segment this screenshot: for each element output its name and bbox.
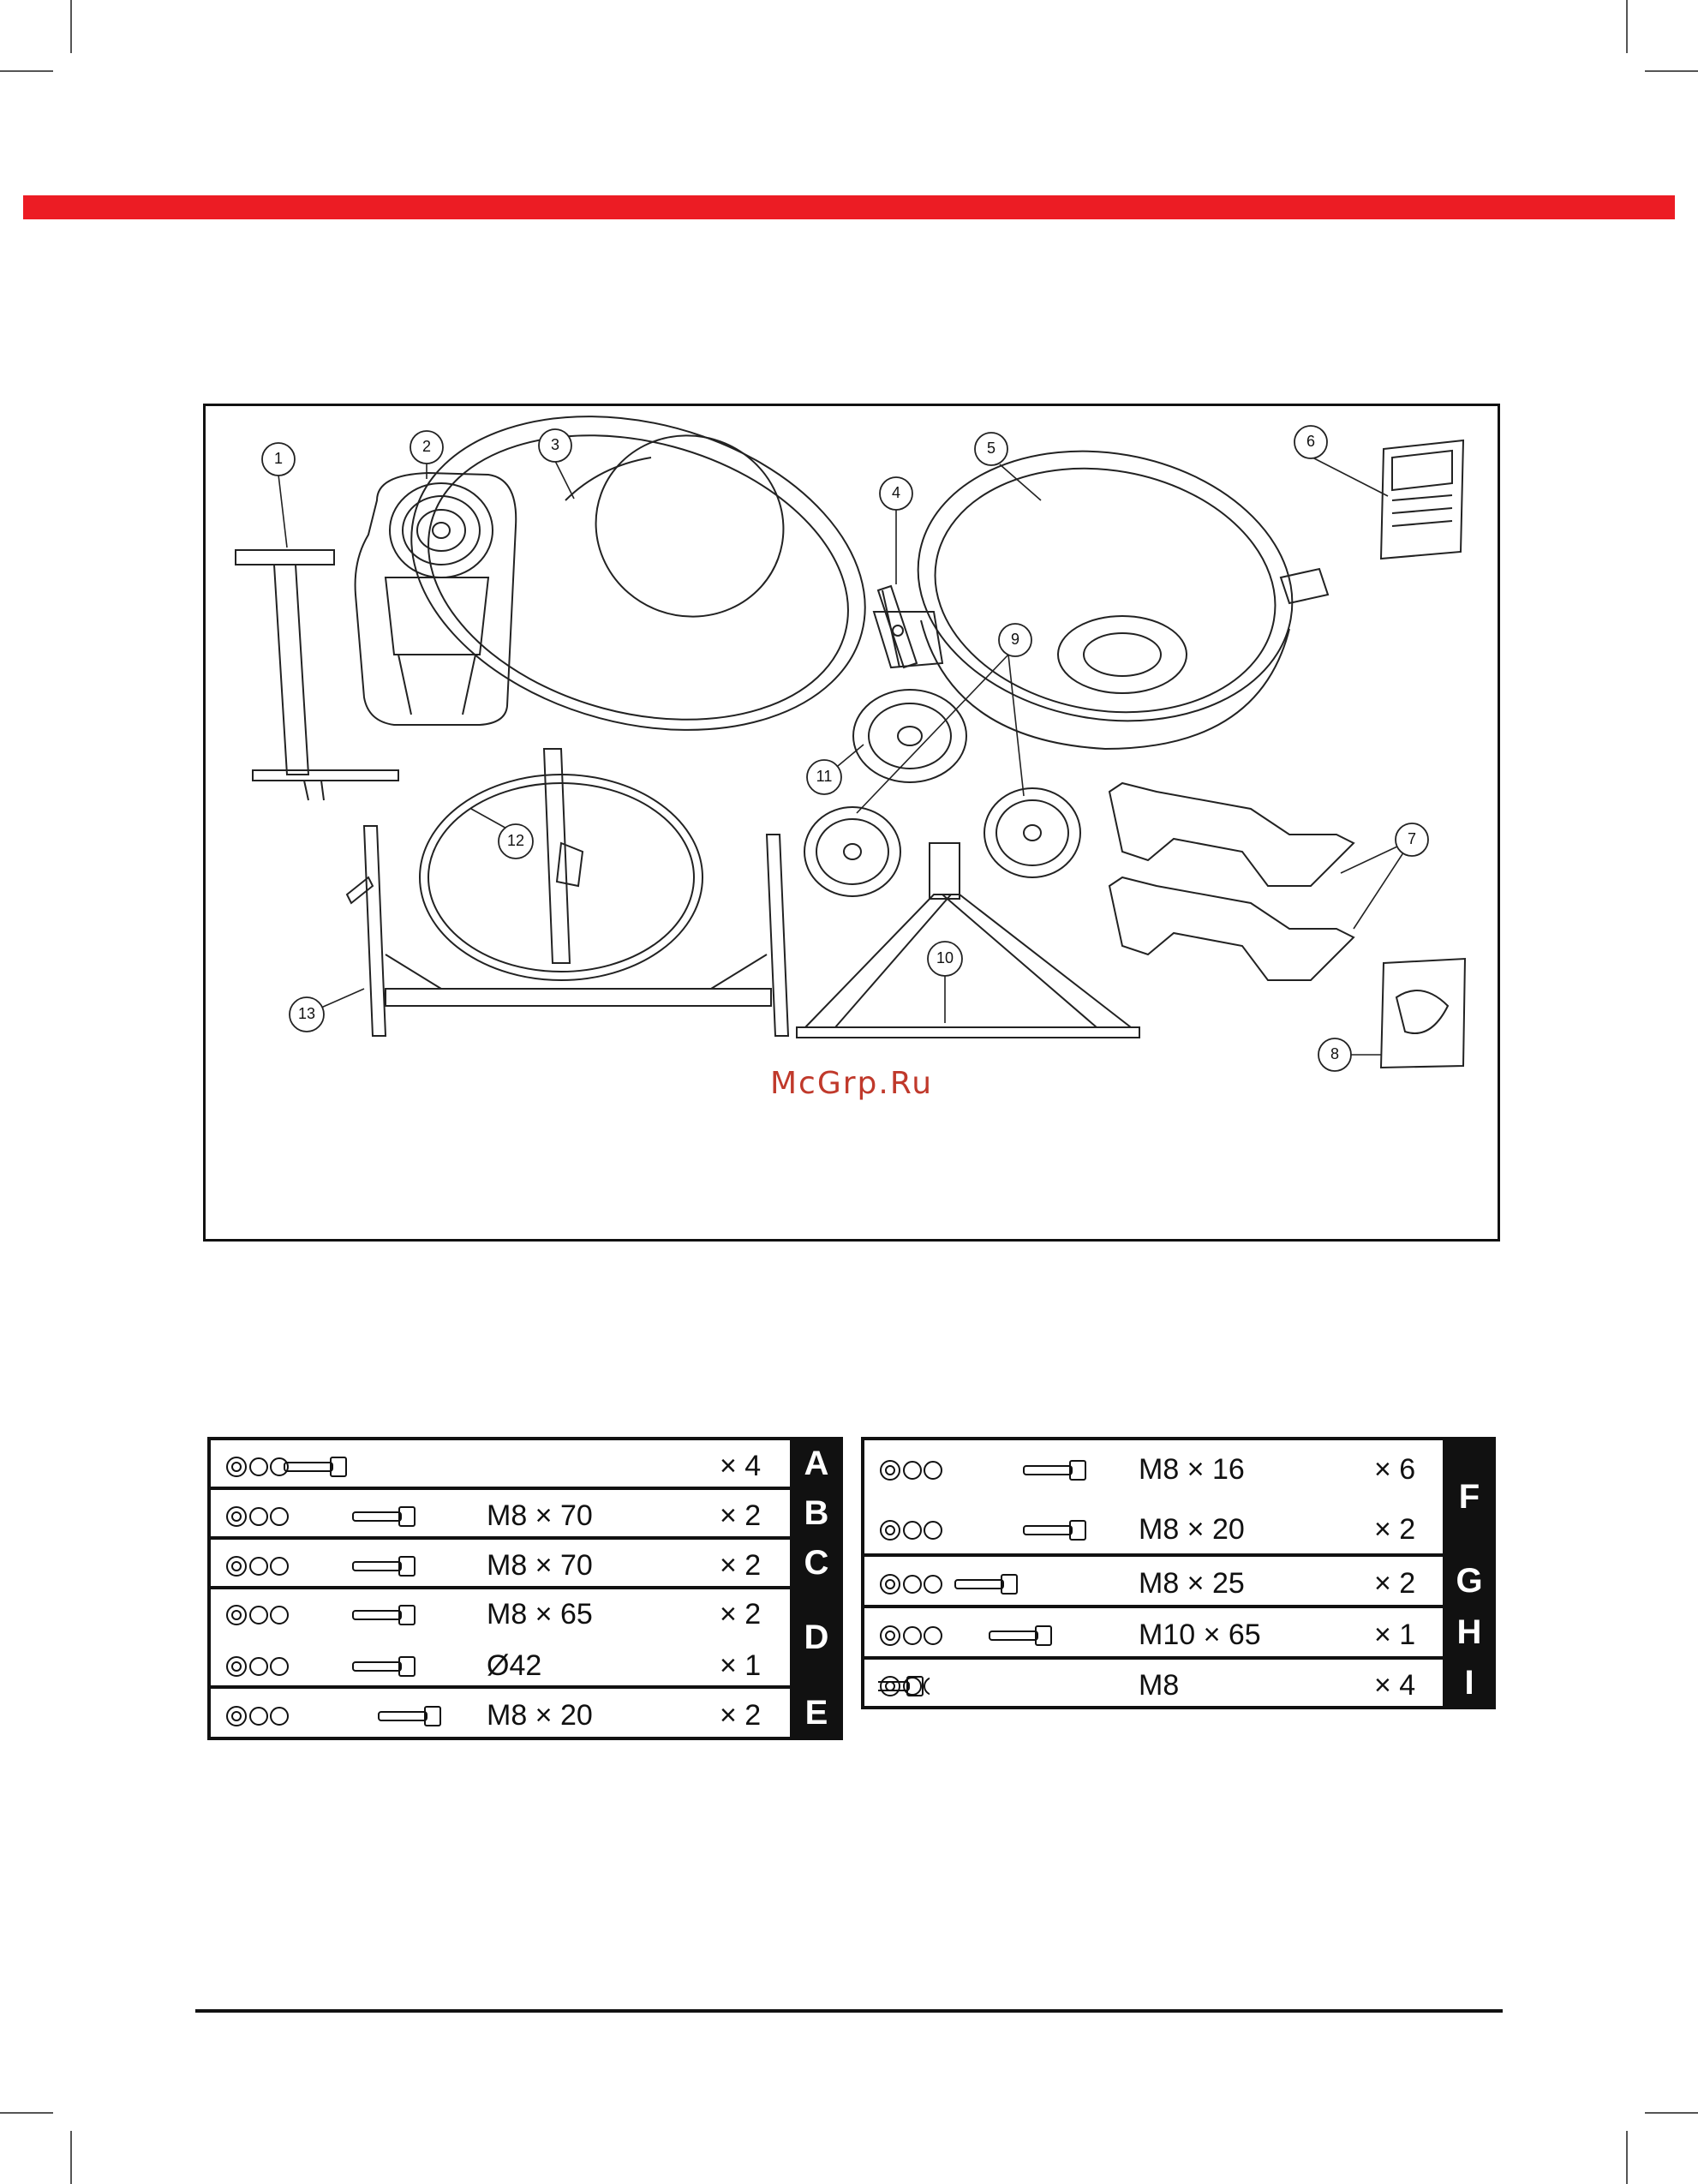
hardware-qty: × 4 bbox=[720, 1450, 761, 1483]
crop-mark bbox=[1626, 2131, 1628, 2184]
hardware-letter-g: G bbox=[1443, 1553, 1496, 1608]
fastener-icon bbox=[878, 1674, 930, 1698]
hardware-letter-f: F bbox=[1443, 1437, 1496, 1557]
hardware-row-e: M8 × 20 × 2 E bbox=[207, 1685, 843, 1740]
hub-cap-icon bbox=[853, 690, 966, 782]
header-accent-bar bbox=[23, 195, 1675, 219]
fastener-icon bbox=[224, 1455, 353, 1479]
callout-8: 8 bbox=[1318, 1045, 1352, 1063]
hardware-row-h: M10 × 65 × 1 H bbox=[861, 1605, 1496, 1660]
watermark-text: McGrp.Ru bbox=[206, 1066, 1498, 1101]
hardware-size: M8 × 16 bbox=[1139, 1453, 1245, 1487]
crop-mark bbox=[70, 0, 72, 53]
hardware-qty: × 2 bbox=[1374, 1513, 1415, 1547]
callout-circles bbox=[262, 426, 1428, 1071]
crop-mark bbox=[0, 2112, 53, 2114]
callout-3: 3 bbox=[538, 436, 572, 454]
hardware-letter-a: A bbox=[790, 1437, 843, 1490]
hardware-row-f: M8 × 16 × 6 M8 × 20 × 2 F bbox=[861, 1437, 1496, 1557]
fastener-icon bbox=[878, 1624, 1058, 1648]
hardware-qty: × 1 bbox=[720, 1649, 761, 1683]
hardware-qty: × 2 bbox=[1374, 1567, 1415, 1601]
drum-top-icon bbox=[376, 406, 900, 778]
hardware-qty: × 2 bbox=[720, 1549, 761, 1583]
callout-6: 6 bbox=[1294, 433, 1328, 451]
hardware-size: M8 × 20 bbox=[487, 1699, 593, 1732]
hardware-qty: × 2 bbox=[720, 1699, 761, 1732]
callout-11: 11 bbox=[807, 768, 841, 786]
bracket-icon bbox=[878, 586, 917, 667]
hardware-row-b: M8 × 70 × 2 B bbox=[207, 1487, 843, 1540]
hardware-size: M10 × 65 bbox=[1139, 1619, 1261, 1652]
hardware-size: M8 × 25 bbox=[1139, 1567, 1245, 1601]
hardware-qty: × 4 bbox=[1374, 1669, 1415, 1702]
hardware-qty: × 2 bbox=[720, 1499, 761, 1533]
crop-mark bbox=[1645, 2112, 1698, 2114]
stand-post-icon bbox=[236, 550, 398, 800]
callout-10: 10 bbox=[928, 949, 962, 967]
callout-12: 12 bbox=[499, 832, 533, 850]
hardware-row-a: × 4 A bbox=[207, 1437, 843, 1490]
manual-icon bbox=[1381, 440, 1463, 559]
hardware-size: M8 × 70 bbox=[487, 1549, 593, 1583]
hardware-table-left: × 4 A M8 × 70 × 2 B M8 × 70 × 2 C M8 × 65 × 2 … bbox=[207, 1437, 843, 1761]
fastener-icon bbox=[878, 1458, 1092, 1482]
crop-mark bbox=[1626, 0, 1628, 53]
callout-1: 1 bbox=[261, 450, 296, 468]
hardware-qty: × 6 bbox=[1374, 1453, 1415, 1487]
fastener-icon bbox=[878, 1518, 1092, 1542]
hardware-size: M8 × 20 bbox=[1139, 1513, 1245, 1547]
footer-rule bbox=[195, 2009, 1503, 2013]
hardware-row-c: M8 × 70 × 2 C bbox=[207, 1536, 843, 1589]
hardware-letter-c: C bbox=[790, 1536, 843, 1589]
callout-2: 2 bbox=[410, 438, 444, 456]
drum-bottom-icon bbox=[874, 422, 1328, 750]
crop-mark bbox=[70, 2131, 72, 2184]
fastener-icon bbox=[224, 1654, 422, 1678]
callout-5: 5 bbox=[974, 440, 1008, 458]
fastener-icon bbox=[224, 1505, 422, 1529]
hardware-size: Ø42 bbox=[487, 1649, 541, 1683]
fastener-icon bbox=[224, 1704, 447, 1728]
hardware-row-g: M8 × 25 × 2 G bbox=[861, 1553, 1496, 1608]
hardware-letter-e: E bbox=[790, 1685, 843, 1740]
crop-mark bbox=[0, 70, 53, 72]
hardware-letter-h: H bbox=[1443, 1605, 1496, 1660]
hardware-qty: × 1 bbox=[1374, 1619, 1415, 1652]
hardware-letter-d: D bbox=[790, 1586, 843, 1689]
hardware-bag-icon bbox=[1381, 959, 1465, 1068]
callout-13: 13 bbox=[290, 1005, 324, 1023]
hardware-table-right: M8 × 16 × 6 M8 × 20 × 2 F M8 × 25 × 2 G M10 ×… bbox=[861, 1437, 1496, 1716]
callout-9: 9 bbox=[998, 631, 1032, 649]
hardware-size: M8 × 65 bbox=[487, 1598, 593, 1631]
hardware-size: M8 × 70 bbox=[487, 1499, 593, 1533]
hardware-letter-b: B bbox=[790, 1487, 843, 1540]
hardware-size: M8 bbox=[1139, 1669, 1179, 1702]
support-bracket-icon bbox=[1109, 783, 1354, 980]
hardware-letter-i: I bbox=[1443, 1656, 1496, 1709]
fastener-icon bbox=[224, 1554, 422, 1578]
ring-icon bbox=[420, 749, 703, 980]
hardware-row-i: M8 × 4 I bbox=[861, 1656, 1496, 1709]
fastener-icon bbox=[224, 1603, 422, 1627]
callout-4: 4 bbox=[879, 484, 913, 502]
fastener-icon bbox=[878, 1572, 1024, 1596]
hardware-qty: × 2 bbox=[720, 1598, 761, 1631]
callout-7: 7 bbox=[1395, 830, 1429, 848]
a-frame-icon bbox=[797, 843, 1139, 1038]
hardware-row-d: M8 × 65 × 2 Ø42 × 1 D bbox=[207, 1586, 843, 1689]
crop-mark bbox=[1645, 70, 1698, 72]
